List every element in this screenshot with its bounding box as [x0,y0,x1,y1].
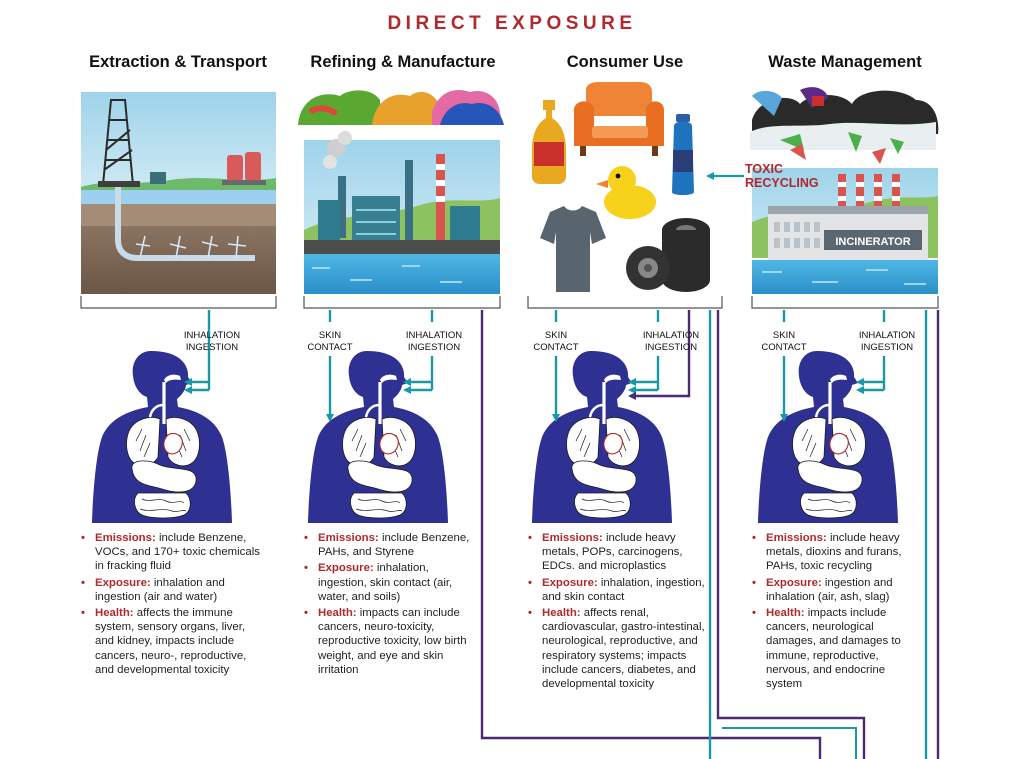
refinery-icon [304,131,500,294]
note-health: •Health: affects the immune system, sens… [81,607,247,676]
note-exposure: •Exposure: ingestion and inhalation (air… [752,576,893,603]
incinerator-icon: INCINERATOR [752,168,938,294]
note-emissions: •Emissions: include Benzene, VOCs, and 1… [81,532,260,573]
panel-brackets [80,296,939,309]
notes-refining: •Emissions: include Benzene, PAHs, and S… [304,531,476,679]
plastic-pellets-icon [298,90,504,125]
human-body-icon [530,349,674,525]
incinerator-label: INCINERATOR [835,236,910,248]
human-body-icon [90,349,234,525]
human-body-icon [756,349,900,525]
route-label-inhalation-ingestion-4: INHALATION INGESTION [858,330,916,353]
route-label-skin-contact-4: SKIN CONTACT [761,330,807,353]
drilling-rig-icon [81,92,276,294]
note-exposure: •Exposure: inhalation, ingestion, skin c… [304,562,453,603]
column-title-consumer: Consumer Use [566,53,684,71]
note-exposure: •Exposure: inhalation, ingestion, and sk… [528,576,705,603]
note-emissions: •Emissions: include heavy metals, dioxin… [752,532,902,573]
route-label-inhalation-ingestion-3: INHALATION INGESTION [642,330,700,353]
bottle-icon [532,100,566,184]
route-label-inhalation-ingestion-1: INHALATION INGESTION [183,330,241,353]
note-emissions: •Emissions: include heavy metals, POPs, … [528,532,683,573]
route-label-inhalation-ingestion-2: INHALATION INGESTION [405,330,463,353]
note-health: •Health: affects renal, cardiovascular, … [528,607,705,691]
notes-extraction: •Emissions: include Benzene, VOCs, and 1… [81,531,261,679]
connector-lines [480,310,940,759]
rubber-duck-icon [596,166,656,219]
armchair-icon [574,82,664,156]
column-title-refining: Refining & Manufacture [310,53,496,71]
notes-consumer: •Emissions: include heavy metals, POPs, … [528,531,706,693]
tires-icon [626,218,710,292]
water-bottle-icon [672,114,694,195]
note-health: •Health: impacts can include cancers, ne… [304,607,467,676]
column-title-waste: Waste Management [768,53,922,71]
page-title: DIRECT EXPOSURE [387,13,637,34]
toxic-recycling-label: TOXIC RECYCLING [745,162,819,190]
note-exposure: •Exposure: inhalation and ingestion (air… [81,576,225,603]
column-title-extraction: Extraction & Transport [89,53,267,71]
notes-waste: •Emissions: include heavy metals, dioxin… [752,531,910,693]
route-label-skin-contact-3: SKIN CONTACT [533,330,579,353]
t-shirt-icon [540,206,606,292]
note-emissions: •Emissions: include Benzene, PAHs, and S… [304,532,470,559]
exposure-arrows [184,310,886,422]
route-label-skin-contact-2: SKIN CONTACT [307,330,353,353]
note-health: •Health: impacts include cancers, neurol… [752,607,901,691]
trash-bags-icon [750,87,939,164]
